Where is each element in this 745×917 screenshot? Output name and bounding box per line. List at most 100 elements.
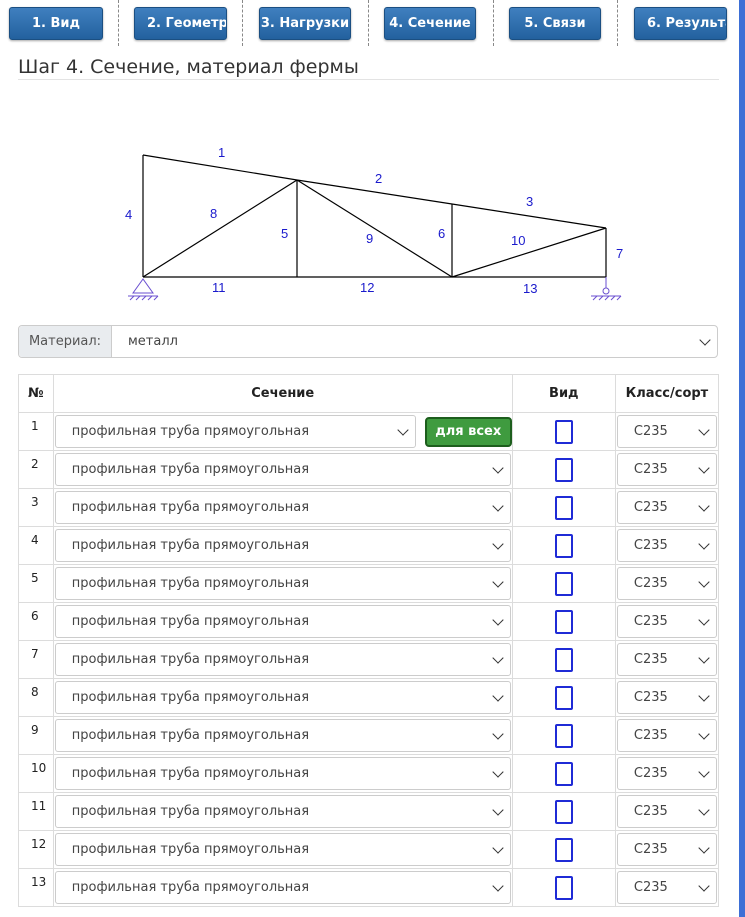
chevron-down-icon bbox=[492, 728, 504, 740]
member-label: 5 bbox=[281, 226, 288, 241]
member-label: 4 bbox=[125, 207, 132, 222]
scrollbar[interactable] bbox=[739, 0, 745, 917]
chevron-down-icon bbox=[492, 690, 504, 702]
chevron-down-icon bbox=[492, 880, 504, 892]
member-label: 9 bbox=[366, 231, 373, 246]
chevron-down-icon bbox=[698, 500, 710, 512]
section-view-icon[interactable] bbox=[554, 419, 573, 444]
section-view-icon[interactable] bbox=[554, 875, 573, 900]
section-value: профильная труба прямоугольная bbox=[71, 424, 310, 439]
section-select[interactable]: профильная труба прямоугольная bbox=[54, 529, 511, 562]
chevron-down-icon bbox=[698, 576, 710, 588]
chevron-down-icon bbox=[698, 462, 710, 474]
section-cell: профильная труба прямоугольная bbox=[52, 526, 513, 565]
grade-select[interactable]: С235 bbox=[616, 605, 717, 638]
section-value: профильная труба прямоугольная bbox=[71, 462, 310, 477]
table-row: 10 профильная труба прямоугольная С235 bbox=[18, 754, 720, 793]
grade-select[interactable]: С235 bbox=[616, 719, 717, 752]
section-select[interactable]: профильная труба прямоугольная bbox=[54, 453, 511, 486]
chevron-down-icon bbox=[698, 652, 710, 664]
material-label: Материал: bbox=[19, 326, 112, 357]
grade-select[interactable]: С235 bbox=[616, 871, 717, 904]
grade-select[interactable]: С235 bbox=[616, 757, 717, 790]
chevron-down-icon bbox=[698, 842, 710, 854]
section-view-icon[interactable] bbox=[554, 799, 573, 824]
section-view-icon[interactable] bbox=[554, 533, 573, 558]
step-2-button[interactable]: 2. Геометрия bbox=[134, 7, 227, 40]
section-select[interactable]: профильная труба прямоугольная bbox=[54, 605, 511, 638]
section-cell: профильная труба прямоугольная bbox=[52, 564, 513, 603]
chevron-down-icon bbox=[492, 766, 504, 778]
step-cell: 1. Вид bbox=[0, 0, 119, 46]
chevron-down-icon bbox=[698, 728, 710, 740]
section-view-icon[interactable] bbox=[554, 685, 573, 710]
section-value: профильная труба прямоугольная bbox=[71, 766, 310, 781]
section-cell: профильная труба прямоугольная bbox=[52, 868, 513, 907]
section-select[interactable]: профильная труба прямоугольная bbox=[54, 719, 511, 752]
grade-select[interactable]: С235 bbox=[616, 529, 717, 562]
section-select[interactable]: профильная труба прямоугольная bbox=[54, 681, 511, 714]
grade-cell: С235 bbox=[614, 450, 720, 489]
section-view-icon[interactable] bbox=[554, 837, 573, 862]
grade-select[interactable]: С235 bbox=[616, 415, 717, 448]
chevron-down-icon bbox=[492, 576, 504, 588]
grade-cell: С235 bbox=[614, 830, 720, 869]
material-input-group: Материал: металл bbox=[18, 325, 718, 358]
grade-select[interactable]: С235 bbox=[616, 453, 717, 486]
section-value: профильная труба прямоугольная bbox=[71, 500, 310, 515]
member-9 bbox=[296, 179, 453, 278]
right-support-icon bbox=[591, 277, 622, 301]
section-select[interactable]: профильная труба прямоугольная bbox=[54, 491, 511, 524]
row-number: 5 bbox=[18, 564, 54, 603]
section-cell: профильная труба прямоугольная bbox=[52, 830, 513, 869]
table-row: 5 профильная труба прямоугольная С235 bbox=[18, 564, 720, 603]
table-row: 3 профильная труба прямоугольная С235 bbox=[18, 488, 720, 527]
section-view-icon[interactable] bbox=[554, 571, 573, 596]
grade-select[interactable]: С235 bbox=[616, 643, 717, 676]
member-label: 7 bbox=[616, 246, 623, 261]
section-view-icon[interactable] bbox=[554, 457, 573, 482]
section-select[interactable]: профильная труба прямоугольная bbox=[54, 643, 511, 676]
row-number: 11 bbox=[18, 792, 54, 831]
step-5-button[interactable]: 5. Связи bbox=[509, 7, 601, 40]
step-1-button[interactable]: 1. Вид bbox=[9, 7, 103, 40]
section-view-icon[interactable] bbox=[554, 761, 573, 786]
grade-value: С235 bbox=[633, 424, 668, 439]
step-cell: 5. Связи bbox=[494, 0, 618, 46]
grade-select[interactable]: С235 bbox=[616, 795, 717, 828]
grade-select[interactable]: С235 bbox=[616, 567, 717, 600]
grade-select[interactable]: С235 bbox=[616, 491, 717, 524]
grade-cell: С235 bbox=[614, 412, 720, 451]
section-value: профильная труба прямоугольная bbox=[71, 880, 310, 895]
view-cell bbox=[511, 450, 616, 489]
view-cell bbox=[511, 412, 616, 451]
member-label: 11 bbox=[212, 280, 226, 295]
view-cell bbox=[511, 564, 616, 603]
section-select[interactable]: профильная труба прямоугольная bbox=[54, 871, 511, 904]
material-select[interactable]: металл bbox=[112, 326, 717, 357]
section-select[interactable]: профильная труба прямоугольная bbox=[54, 795, 511, 828]
grade-select[interactable]: С235 bbox=[616, 833, 717, 866]
step-4-button[interactable]: 4. Сечение bbox=[384, 7, 476, 40]
grade-cell: С235 bbox=[614, 716, 720, 755]
section-select[interactable]: профильная труба прямоугольная bbox=[54, 415, 416, 448]
step-3-button[interactable]: 3. Нагрузки bbox=[259, 7, 351, 40]
section-view-icon[interactable] bbox=[554, 609, 573, 634]
section-select[interactable]: профильная труба прямоугольная bbox=[54, 833, 511, 866]
section-value: профильная труба прямоугольная bbox=[71, 538, 310, 553]
section-view-icon[interactable] bbox=[554, 495, 573, 520]
row-number: 4 bbox=[18, 526, 54, 565]
step-6-button[interactable]: 6. Результаты bbox=[634, 7, 727, 40]
grade-cell: С235 bbox=[614, 792, 720, 831]
grade-select[interactable]: С235 bbox=[616, 681, 717, 714]
member-label: 8 bbox=[210, 206, 217, 221]
section-select[interactable]: профильная труба прямоугольная bbox=[54, 567, 511, 600]
grade-value: С235 bbox=[633, 538, 668, 553]
section-view-icon[interactable] bbox=[554, 723, 573, 748]
row-number: 6 bbox=[18, 602, 54, 641]
table-row: 12 профильная труба прямоугольная С235 bbox=[18, 830, 720, 869]
section-view-icon[interactable] bbox=[554, 647, 573, 672]
apply-all-button[interactable]: для всех bbox=[424, 416, 512, 447]
section-select[interactable]: профильная труба прямоугольная bbox=[54, 757, 511, 790]
view-cell bbox=[511, 526, 616, 565]
